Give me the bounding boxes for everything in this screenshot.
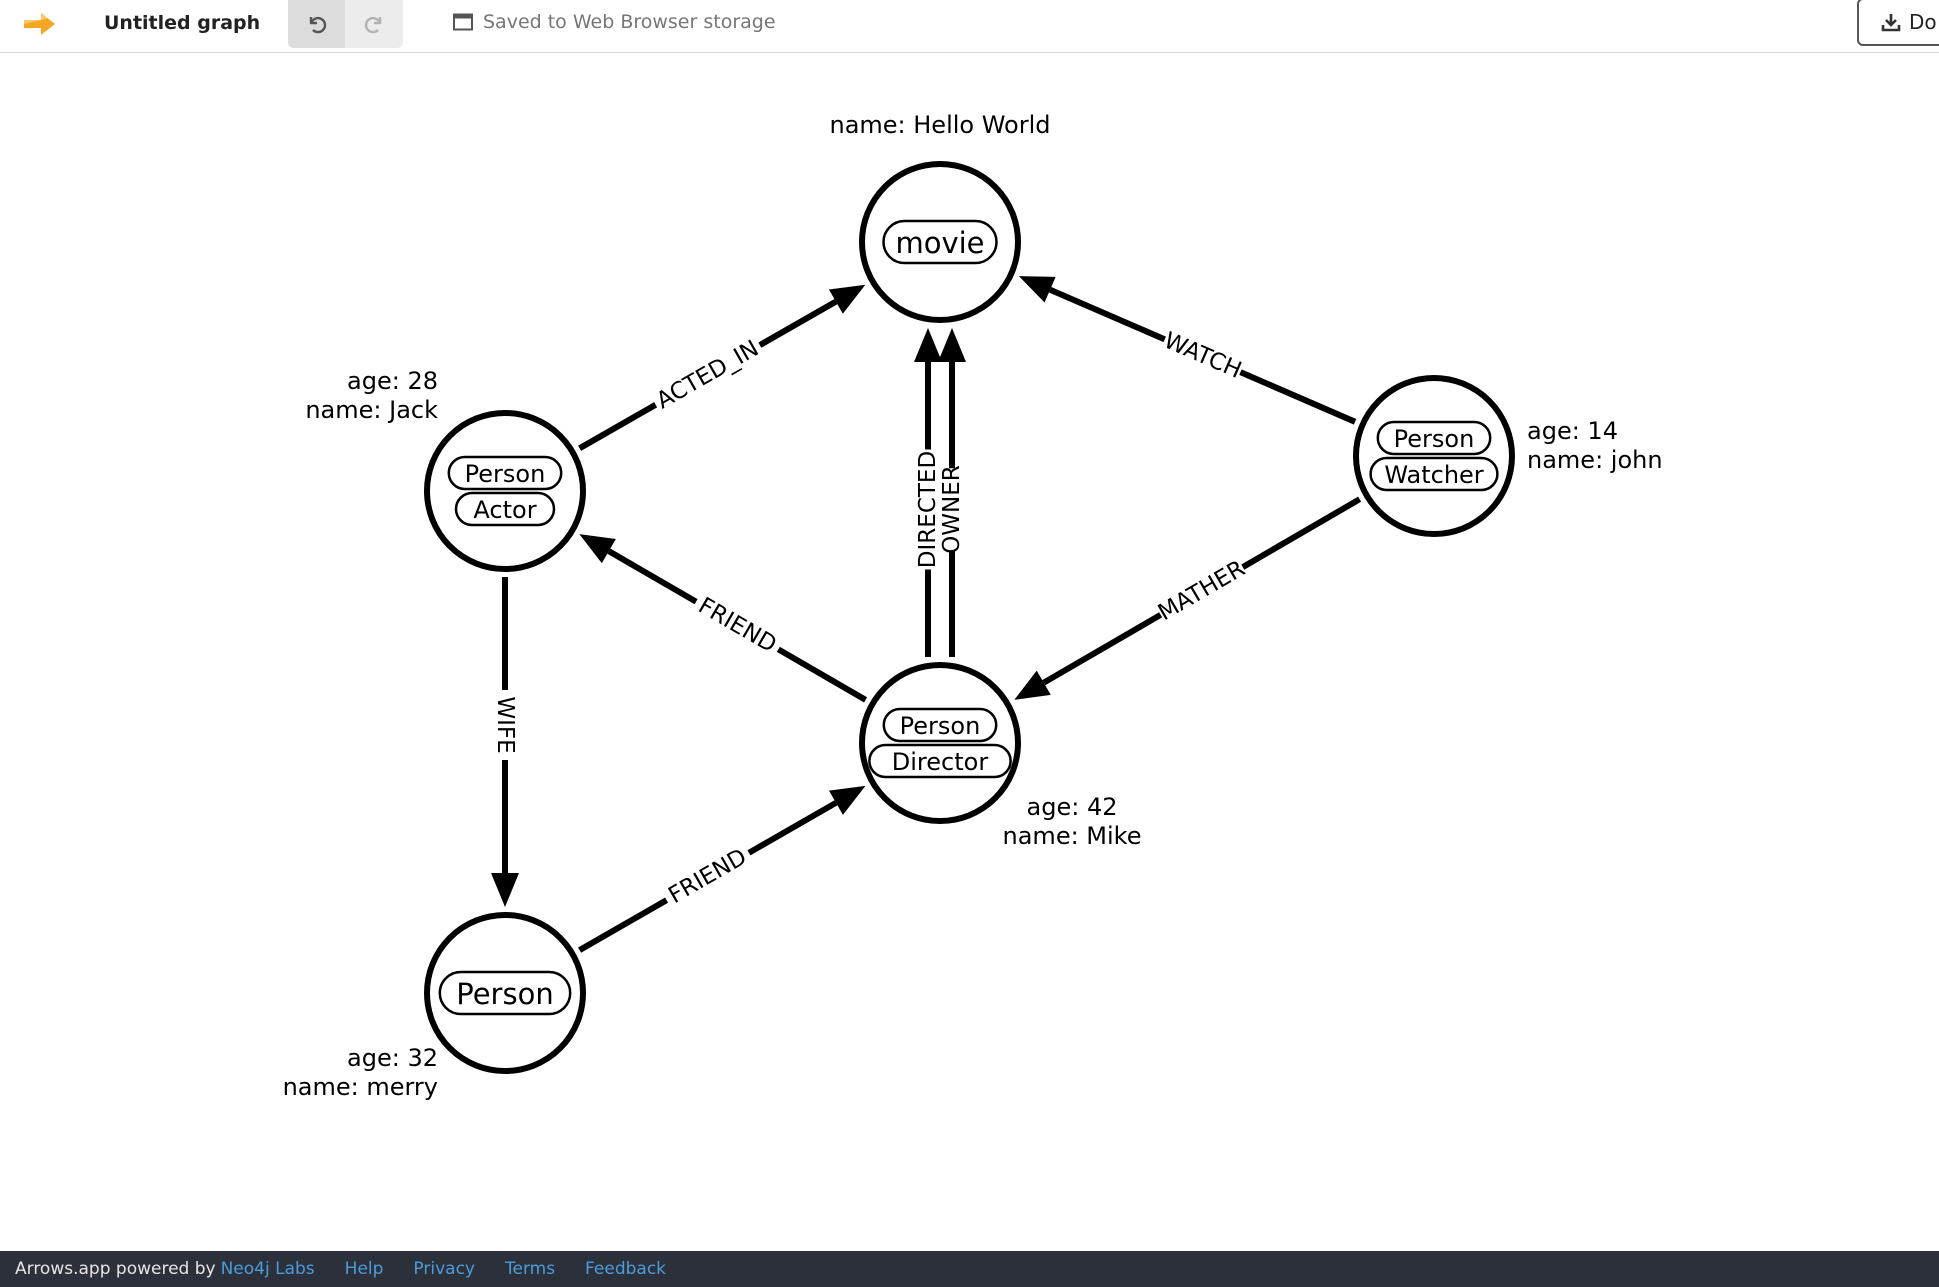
relationship-owner-mike-movie[interactable]: OWNER <box>938 328 966 657</box>
node-movie[interactable]: movie name: Hello World <box>829 111 1051 323</box>
relationship-line[interactable] <box>758 299 838 348</box>
node-label-pill[interactable] <box>1376 420 1492 456</box>
download-label: Do <box>1909 10 1937 34</box>
node-property: age: 42 <box>1027 793 1118 821</box>
relationship-directed-mike-movie[interactable]: DIRECTED <box>914 328 942 657</box>
relationship-line[interactable] <box>578 402 658 451</box>
relationship-type-label[interactable]: FRIEND <box>694 593 781 658</box>
arrowhead-icon <box>914 328 942 362</box>
relationship-line[interactable] <box>747 800 838 856</box>
save-status-text: Saved to Web Browser storage <box>483 11 776 33</box>
node-label-person: Person <box>900 712 981 740</box>
relationship-type-label[interactable]: OWNER <box>939 465 965 554</box>
arrowhead-icon <box>828 785 866 815</box>
download-button[interactable]: Do <box>1857 0 1939 46</box>
relationship-line[interactable] <box>578 897 669 953</box>
node-property: name: Hello World <box>829 111 1050 139</box>
relationship-line[interactable] <box>1042 612 1163 686</box>
relationship-line[interactable] <box>607 548 698 605</box>
save-status: Saved to Web Browser storage <box>453 11 776 33</box>
help-link[interactable]: Help <box>344 1259 384 1279</box>
node-label-person: Person <box>456 977 553 1011</box>
node-property: age: 14 <box>1527 417 1618 445</box>
arrowhead-icon <box>491 873 519 907</box>
arrowhead-icon <box>579 534 616 564</box>
redo-icon <box>364 16 381 34</box>
undo-redo-group <box>288 0 403 48</box>
node-circle[interactable] <box>1353 375 1515 537</box>
download-icon <box>1881 14 1901 32</box>
footer-bar: Arrows.app powered by Neo4j Labs Help Pr… <box>0 1251 1939 1287</box>
node-property: name: Jack <box>305 396 438 424</box>
arrowhead-icon <box>828 284 866 314</box>
relationship-type-label[interactable]: WIFE <box>492 696 518 753</box>
redo-button[interactable] <box>345 0 402 48</box>
node-label-pill[interactable] <box>438 970 572 1016</box>
neo4j-labs-link[interactable]: Neo4j Labs <box>220 1259 315 1279</box>
feedback-link[interactable]: Feedback <box>585 1259 667 1279</box>
node-label-pill[interactable] <box>1369 456 1499 492</box>
node-label-pill[interactable] <box>454 491 556 527</box>
node-label-pill[interactable] <box>868 743 1012 779</box>
relationship-type-label[interactable]: FRIEND <box>664 844 751 909</box>
relationship-line[interactable] <box>1239 369 1357 425</box>
node-circle[interactable] <box>424 410 586 572</box>
browser-storage-icon <box>453 13 473 31</box>
node-property: age: 28 <box>347 367 438 395</box>
node-label-watcher: Watcher <box>1384 461 1483 489</box>
relationship-acted-in-jack-movie[interactable]: ACTED_IN <box>578 284 866 451</box>
arrowhead-icon <box>1014 670 1051 700</box>
undo-button[interactable] <box>288 0 345 48</box>
node-property: name: Mike <box>1003 822 1142 850</box>
node-label-actor: Actor <box>473 496 536 524</box>
relationship-type-label[interactable]: MATHER <box>1154 556 1250 627</box>
relationship-wife-jack-merry[interactable]: WIFE <box>491 577 519 907</box>
relationship-friend-mike-jack[interactable]: FRIEND <box>579 534 868 703</box>
node-property: name: merry <box>283 1073 438 1101</box>
relationship-line[interactable] <box>1048 286 1166 343</box>
relationship-mather-john-mike[interactable]: MATHER <box>1014 496 1362 700</box>
node-property: name: john <box>1527 446 1663 474</box>
arrowhead-icon <box>938 328 966 362</box>
arrows-app-logo-icon[interactable] <box>22 9 58 39</box>
node-circle[interactable] <box>859 662 1021 824</box>
relationship-line[interactable] <box>776 646 868 703</box>
graph-title[interactable]: Untitled graph <box>104 12 261 34</box>
privacy-link[interactable]: Privacy <box>413 1259 475 1279</box>
node-label-pill[interactable] <box>882 219 998 265</box>
node-label-person: Person <box>1394 425 1475 453</box>
top-toolbar: Untitled graph Saved to Web Browser stor… <box>0 0 1939 53</box>
powered-by-text: Arrows.app powered by <box>15 1259 216 1279</box>
relationship-friend-merry-mike[interactable]: FRIEND <box>578 785 866 953</box>
node-label-pill[interactable] <box>447 455 563 491</box>
undo-icon <box>309 16 326 34</box>
node-label-pill[interactable] <box>882 707 998 743</box>
terms-link[interactable]: Terms <box>504 1259 556 1279</box>
node-label-movie: movie <box>895 226 984 260</box>
node-label-director: Director <box>892 748 989 776</box>
node-label-person: Person <box>465 460 546 488</box>
relationship-type-label[interactable]: ACTED_IN <box>652 336 763 415</box>
relationship-line[interactable] <box>1241 496 1362 570</box>
node-property: age: 32 <box>347 1044 438 1072</box>
relationship-type-label[interactable]: DIRECTED <box>915 451 941 568</box>
relationship-type-label[interactable]: WATCH <box>1160 328 1245 384</box>
arrowhead-icon <box>1018 276 1056 303</box>
relationship-watch-john-movie[interactable]: WATCH <box>1018 276 1357 425</box>
